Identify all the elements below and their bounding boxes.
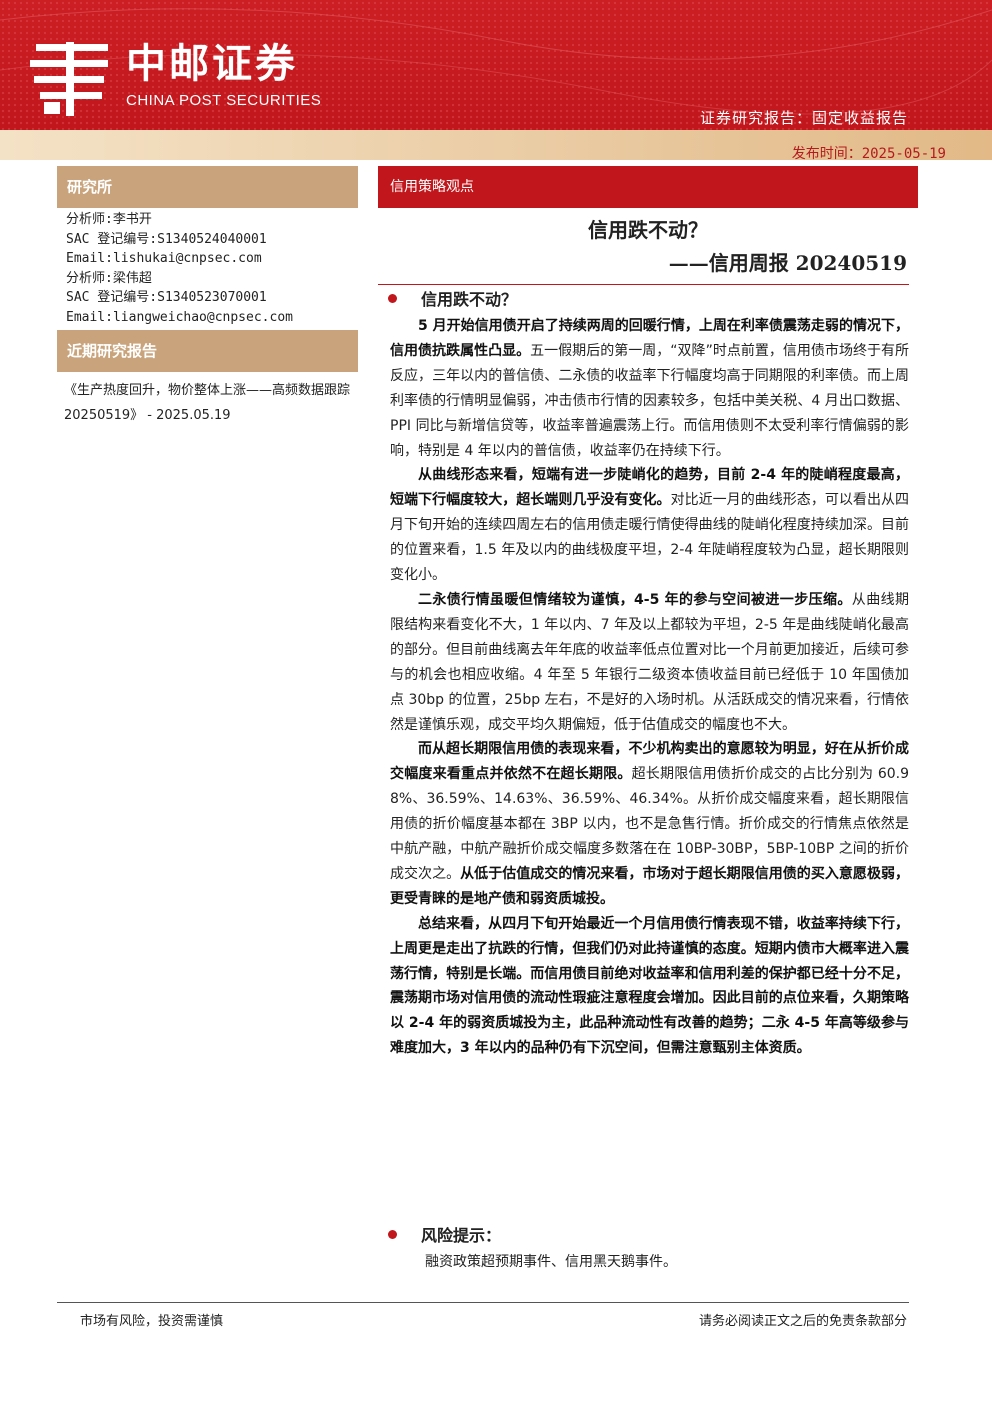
brand-name-en: CHINA POST SECURITIES bbox=[126, 92, 322, 109]
analyst-info: 分析师:李书开 SAC 登记编号:S1340524040001 Email:li… bbox=[66, 210, 358, 328]
research-institute-heading: 研究所 bbox=[57, 166, 358, 208]
footer-right: 请务必阅读正文之后的免责条款部分 bbox=[698, 1314, 907, 1329]
paragraph: 总结来看，从四月下旬开始最近一个月信用债行情表现不错，收益率持续下行，上周更是走… bbox=[390, 912, 909, 1061]
analyst-email: Email:lishukai@cnpsec.com bbox=[66, 251, 262, 267]
key-point: 总结来看，从四月下旬开始最近一个月信用债行情表现不错，收益率持续下行，上周更是走… bbox=[390, 915, 909, 1057]
china-post-logo-icon bbox=[30, 42, 108, 116]
footer-divider bbox=[57, 1302, 909, 1303]
key-point: 二永债行情虽暖但情绪较为谨慎，4-5 年的参与空间被进一步压缩。 bbox=[418, 591, 852, 608]
report-type: 证券研究报告：固定收益报告 bbox=[699, 109, 908, 127]
analyst-sac: SAC 登记编号:S1340524040001 bbox=[66, 231, 267, 247]
footer-left: 市场有风险，投资需谨慎 bbox=[80, 1314, 224, 1329]
section-heading: 信用跌不动？ bbox=[388, 289, 517, 311]
key-point: 而从超长期限信用债的表现来看，不少机构卖出的意愿较为明显，好在从折价成交幅度来看… bbox=[390, 741, 909, 783]
paragraph: 5 月开始信用债开启了持续两周的回暖行情，上周在利率债震荡走弱的情况下，信用债抗… bbox=[390, 314, 909, 463]
recent-reports-heading: 近期研究报告 bbox=[57, 330, 358, 372]
title-divider bbox=[378, 284, 909, 285]
header-texture bbox=[0, 0, 992, 130]
column-tag: 信用策略观点 bbox=[378, 166, 918, 208]
recent-report-item: 《生产热度回升，物价整体上涨——高频数据跟踪 20250519》 - 2025.… bbox=[64, 383, 351, 423]
analyst-sac: SAC 登记编号:S1340523070001 bbox=[66, 290, 267, 306]
publish-date: 发布时间：2025-05-19 bbox=[791, 146, 946, 162]
risk-text: 融资政策超预期事件、信用黑天鹅事件。 bbox=[425, 1254, 677, 1270]
page-header: 中邮证券 CHINA POST SECURITIES 证券研究报告：固定收益报告 bbox=[0, 0, 992, 130]
key-point: 5 月开始信用债开启了持续两周的回暖行情，上周在利率债震荡走弱的情况下，信用债抗… bbox=[390, 318, 909, 359]
paragraph-text: 超长期限信用债折价成交的占比分别为 60.98%、36.59%、14.63%、3… bbox=[390, 766, 910, 882]
paragraph-text: 五一假期后的第一周，“双降”时点前置，信用债市场终于有所反应，三年以内的普信债、… bbox=[390, 342, 909, 459]
section-heading: 风险提示： bbox=[388, 1225, 501, 1247]
brand-name-cn: 中邮证券 bbox=[126, 41, 298, 87]
paragraph: 从曲线形态来看，短端有进一步陡峭化的趋势，目前 2-4 年的陡峭程度最高，短端下… bbox=[390, 463, 909, 588]
section-title: 风险提示： bbox=[421, 1226, 502, 1245]
bullet-dot-icon bbox=[388, 1230, 397, 1239]
paragraph: 二永债行情虽暖但情绪较为谨慎，4-5 年的参与空间被进一步压缩。从曲线期限结构来… bbox=[390, 588, 909, 737]
paragraph: 而从超长期限信用债的表现来看，不少机构卖出的意愿较为明显，好在从折价成交幅度来看… bbox=[390, 737, 909, 911]
analyst-name: 分析师:李书开 bbox=[66, 212, 152, 227]
bullet-dot-icon bbox=[388, 294, 397, 303]
key-point: 从曲线形态来看，短端有进一步陡峭化的趋势，目前 2-4 年的陡峭程度最高，短端下… bbox=[390, 467, 909, 509]
header-subband bbox=[0, 130, 992, 160]
section-title: 信用跌不动？ bbox=[421, 290, 518, 309]
paragraph-text: 从曲线期限结构来看变化不大，1 年以内、7 年及以上都较为平坦，2-5 年是曲线… bbox=[390, 591, 909, 733]
analyst-name: 分析师:梁伟超 bbox=[66, 270, 152, 286]
report-title: 信用跌不动？ bbox=[588, 218, 708, 242]
report-body: 5 月开始信用债开启了持续两周的回暖行情，上周在利率债震荡走弱的情况下，信用债抗… bbox=[390, 314, 909, 1061]
key-point: 从低于估值成交的情况来看，市场对于超长期限信用债的买入意愿极弱，更受青睐的是地产… bbox=[390, 865, 909, 907]
report-subtitle: ——信用周报 20240519 bbox=[668, 251, 907, 275]
paragraph-text: 对比近一月的曲线形态，可以看出从四月下旬开始的连续四周左右的信用债走暖行情使得曲… bbox=[390, 492, 910, 584]
analyst-email: Email:liangweichao@cnpsec.com bbox=[66, 309, 293, 325]
